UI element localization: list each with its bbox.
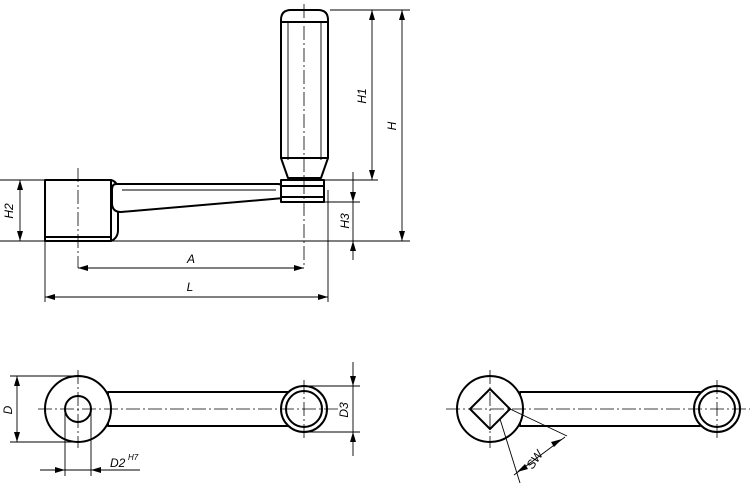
handle-grip: [280, 9, 329, 179]
dim-label-h: H: [385, 121, 399, 130]
dim-label-d2: D2: [110, 456, 126, 470]
crank-arm: [111, 183, 285, 213]
dim-label-h2: H2: [2, 203, 16, 219]
dim-label-l: L: [187, 280, 194, 294]
top-view-square-bore: SW: [446, 370, 750, 484]
handle-collar: [280, 179, 325, 203]
hub-body: [44, 179, 112, 242]
dim-label-a: A: [186, 252, 195, 266]
dim-label-d: D: [1, 405, 15, 414]
side-view: H1 H H3 H2 A L: [0, 4, 410, 302]
dim-label-d3: D3: [337, 402, 351, 418]
square-bore: [469, 388, 511, 430]
dim-label-d2-tolerance: H7: [128, 453, 139, 462]
top-view-round-bore: D D2 H7 D3: [1, 362, 360, 476]
dim-label-h3: H3: [338, 213, 352, 229]
dim-label-h1: H1: [355, 88, 369, 103]
